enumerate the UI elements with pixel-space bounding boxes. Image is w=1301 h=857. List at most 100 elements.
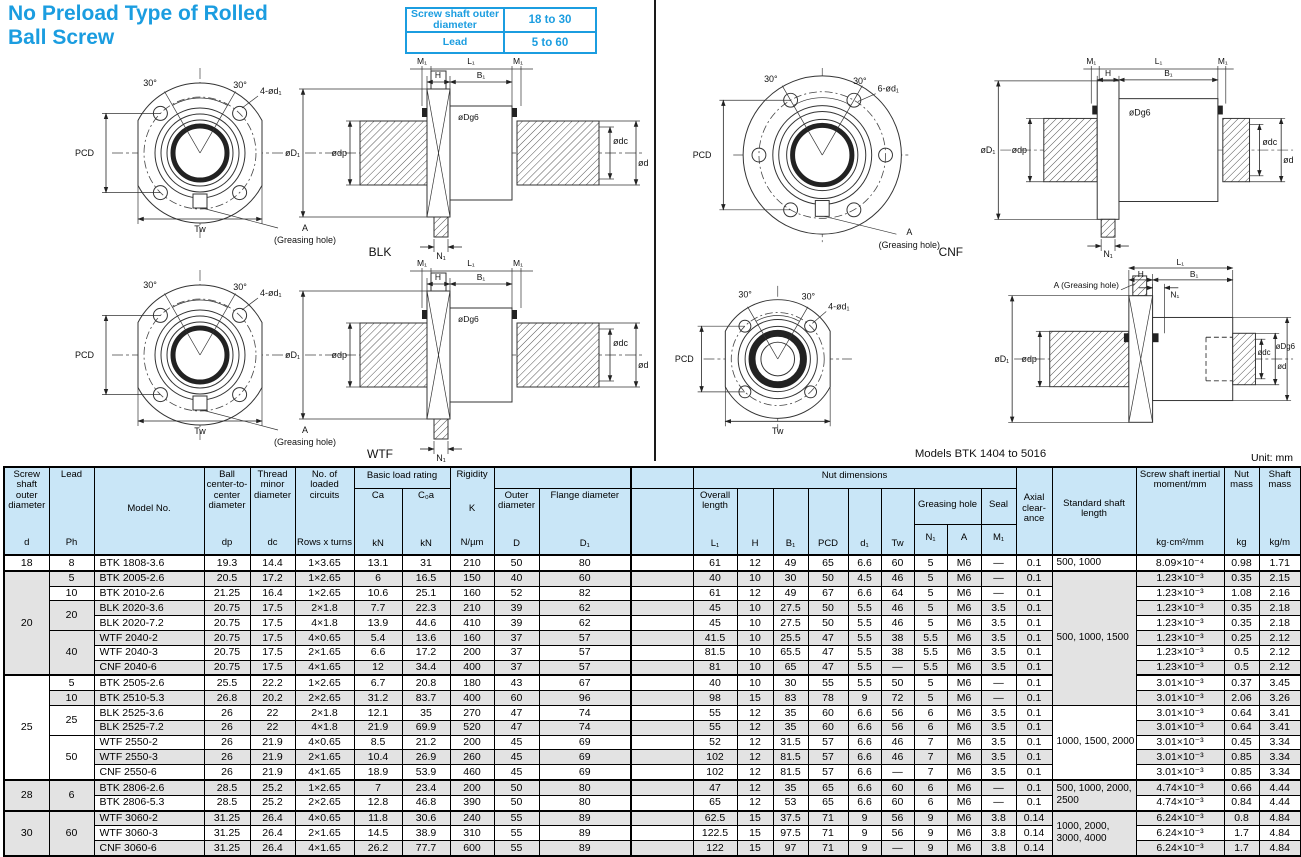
cell-dc: 21.9 <box>249 734 296 751</box>
cell-dc: 26.4 <box>249 809 296 827</box>
cell-A: M6 <box>946 569 982 587</box>
cell-M1: 3.5 <box>980 644 1017 661</box>
cell-ca: 14.5 <box>353 825 403 842</box>
cell-dc: 21.9 <box>249 764 296 781</box>
cell-A: M6 <box>946 719 982 736</box>
cell-axial: 0.1 <box>1015 734 1053 751</box>
btk-d1-flange-label: øD₁ <box>994 354 1009 364</box>
btk-side-view: øD₁ ødp A (Greasing hole) ødc ød øDg6 <box>994 258 1296 423</box>
cell-ph: 40 <box>48 629 95 676</box>
col-header-h: H <box>736 488 774 556</box>
blk-dg6-label: øDg6 <box>458 112 479 122</box>
cell-ca: 21.9 <box>353 719 403 736</box>
cell-circuits: 2×1.65 <box>294 825 355 842</box>
cell-L1: 81 <box>692 659 738 676</box>
cell-B1: 35 <box>772 704 809 721</box>
btk-diagram: 30° 30° 4-ød₁ PCD Tw øD₁ ødp A (Greasing… <box>675 258 1296 460</box>
cell-axial: 0.1 <box>1015 778 1053 796</box>
cell-ca: 13.1 <box>353 554 403 572</box>
cell-N1: 6 <box>913 778 948 796</box>
cell-c0a: 22.3 <box>401 600 451 617</box>
cell-L1: 40 <box>692 674 738 692</box>
cell-inertial: 3.01×10⁻³ <box>1135 704 1225 721</box>
cell-k: 600 <box>449 840 495 857</box>
cell-shaftmass: 3.41 <box>1258 719 1301 736</box>
cell-k: 460 <box>449 764 495 781</box>
cell-nutmass: 0.98 <box>1223 554 1260 572</box>
cell-nutmass: 0.35 <box>1223 615 1260 631</box>
cell-dc: 17.5 <box>249 600 296 617</box>
cell-inertial: 3.01×10⁻³ <box>1135 719 1225 736</box>
cell-dc: 17.5 <box>249 644 296 661</box>
cell-k: 400 <box>449 659 495 676</box>
blk-dc-label: ødc <box>613 136 629 146</box>
cell-circuits: 4×0.65 <box>294 629 355 646</box>
cell-c0a: 38.9 <box>401 825 451 842</box>
cell-L1: 62.5 <box>692 809 738 827</box>
cell-A: M6 <box>946 659 982 676</box>
cell-Tw: 56 <box>880 719 915 736</box>
cell-A: M6 <box>946 840 982 857</box>
cell-PCD: 60 <box>807 704 849 721</box>
cell-A: M6 <box>946 809 982 827</box>
cell-ca: 8.5 <box>353 734 403 751</box>
cell-D1: 57 <box>538 644 632 661</box>
cell-B1: 81.5 <box>772 749 809 766</box>
cell-axial: 0.1 <box>1015 690 1053 706</box>
cell-dp: 26 <box>203 764 251 781</box>
cell-shaftmass: 2.12 <box>1258 644 1301 661</box>
cell-nutmass: 0.45 <box>1223 734 1260 751</box>
cell-dp: 20.75 <box>203 659 251 676</box>
cell-dp: 20.75 <box>203 629 251 646</box>
wtf-h-label: H <box>435 272 441 282</box>
cell-PCD: 71 <box>807 825 849 842</box>
cell-spacer <box>630 585 694 602</box>
col-header-basic-load: Basic load rating <box>353 466 451 489</box>
cell-dc: 22 <box>249 719 296 736</box>
cell-dp: 20.75 <box>203 615 251 631</box>
cell-nutmass: 0.37 <box>1223 674 1260 692</box>
cell-Tw: — <box>880 840 915 857</box>
cnf-d-label: ød <box>1283 155 1293 165</box>
cell-shaftmass: 2.15 <box>1258 569 1301 587</box>
cell-D1: 57 <box>538 629 632 646</box>
cell-k: 160 <box>449 629 495 646</box>
cell-Tw: 50 <box>880 674 915 692</box>
cell-k: 260 <box>449 749 495 766</box>
cell-circuits: 4×1.8 <box>294 719 355 736</box>
cell-D1: 60 <box>538 569 632 587</box>
cell-spacer <box>630 719 694 736</box>
cell-dp: 19.3 <box>203 554 251 572</box>
cell-PCD: 65 <box>807 794 849 812</box>
cell-ph: 50 <box>48 734 95 781</box>
spec-summary-box: Screw shaft outer diameter 18 to 30 Lead… <box>405 6 597 55</box>
cell-dc: 17.5 <box>249 629 296 646</box>
cell-model: BTK 2806-2.6 <box>93 778 205 796</box>
cell-k: 150 <box>449 569 495 587</box>
cell-model: CNF 2040-6 <box>93 659 205 676</box>
cell-spacer <box>630 794 694 812</box>
cell-PCD: 71 <box>807 840 849 857</box>
cell-shaftmass: 2.18 <box>1258 600 1301 617</box>
cell-inertial: 3.01×10⁻³ <box>1135 764 1225 781</box>
cell-ca: 13.9 <box>353 615 403 631</box>
cell-ca: 18.9 <box>353 764 403 781</box>
cell-M1: 3.5 <box>980 704 1017 721</box>
cell-H: 12 <box>736 778 774 796</box>
cell-D1: 89 <box>538 840 632 857</box>
cell-H: 10 <box>736 615 774 631</box>
cell-B1: 27.5 <box>772 600 809 617</box>
cell-model: BTK 2505-2.6 <box>93 674 205 692</box>
cell-L1: 45 <box>692 600 738 617</box>
cell-H: 10 <box>736 600 774 617</box>
col-header-n1: N₁ <box>913 524 948 556</box>
cell-shaftmass: 2.12 <box>1258 659 1301 676</box>
col-header-seal: Seal <box>980 488 1017 525</box>
cnf-angle-left-label: 30° <box>764 74 778 84</box>
